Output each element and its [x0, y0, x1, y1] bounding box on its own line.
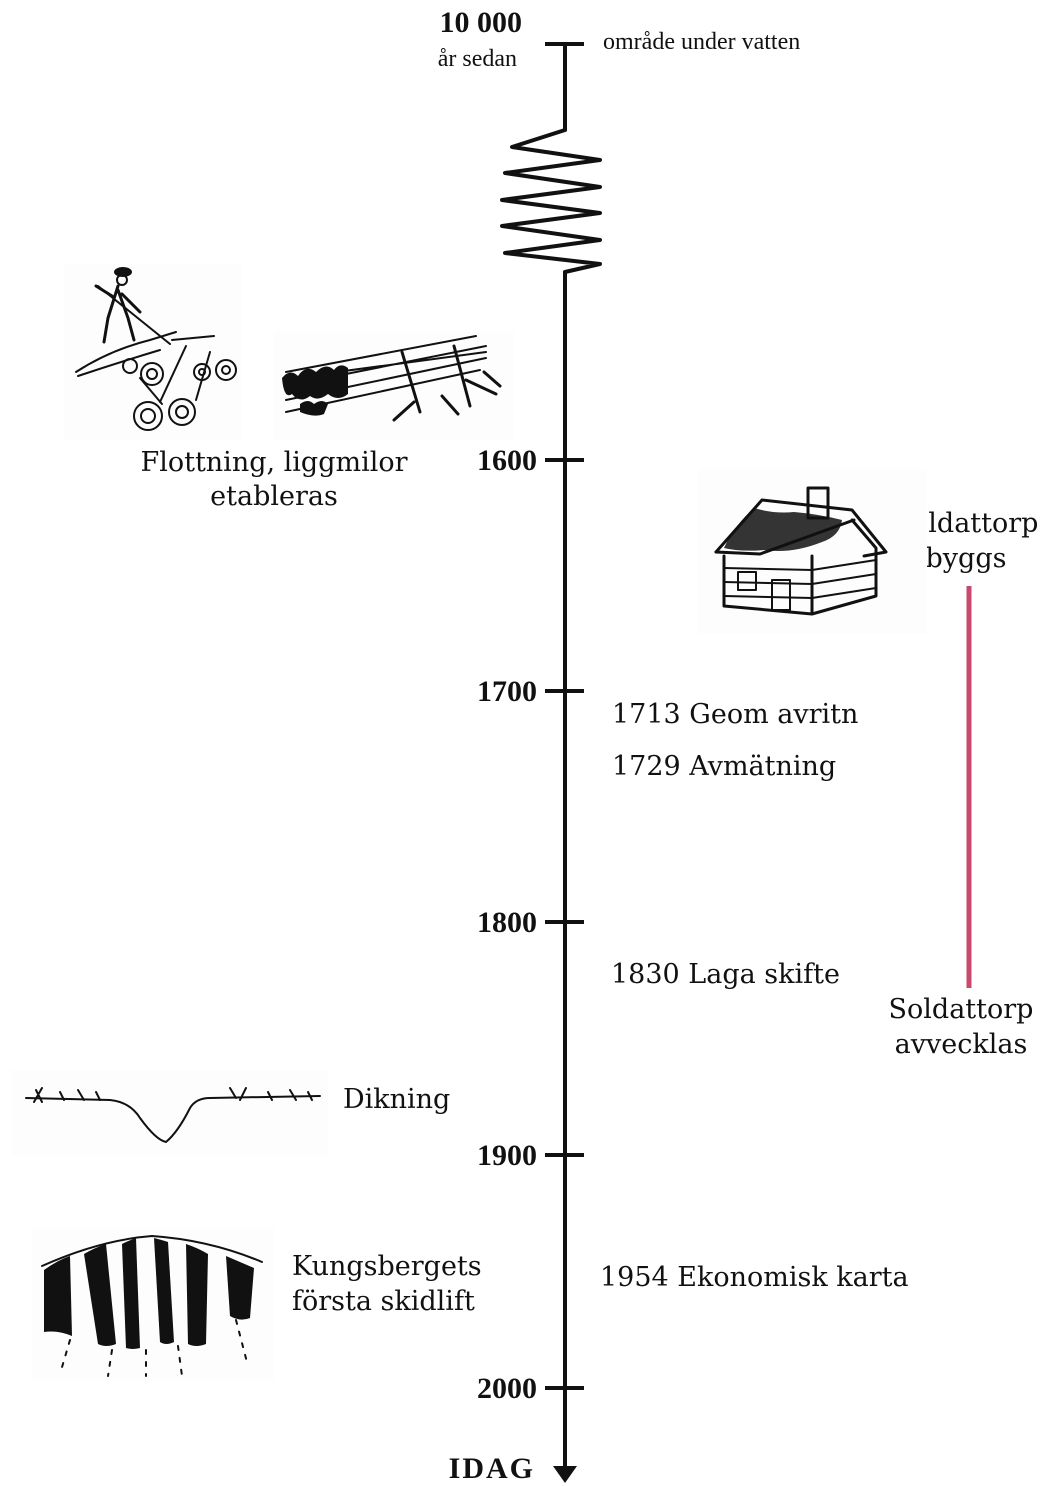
tick-label-1800: 1800: [477, 906, 537, 939]
event-flottning-line2: etableras: [210, 481, 338, 512]
tick-label-1600: 1600: [477, 444, 537, 477]
ski-hill-icon: [32, 1228, 274, 1380]
cottage-icon: [698, 469, 927, 634]
event-dikning: Dikning: [343, 1084, 450, 1115]
timeline-arrowhead: [553, 1466, 577, 1483]
tick-label-2000: 2000: [477, 1372, 537, 1405]
time-break-zigzag: [500, 128, 602, 274]
soldattorp-end-line1: Soldattorp: [889, 994, 1034, 1025]
event-skidlift-line1: Kungsbergets: [292, 1251, 482, 1282]
tick-label-1900: 1900: [477, 1139, 537, 1172]
ditch-profile-icon: [12, 1070, 328, 1156]
event-avmatning: 1729 Avmätning: [612, 751, 836, 782]
log-driver-icon: [64, 264, 241, 440]
start-event: område under vatten: [603, 29, 800, 55]
start-label: 10 000: [440, 6, 523, 39]
event-flottning-line1: Flottning, liggmilor: [140, 447, 407, 478]
wood-stack-icon: [274, 332, 514, 440]
event-skidlift-line2: första skidlift: [292, 1286, 475, 1317]
soldattorp-end-line2: avvecklas: [895, 1029, 1028, 1060]
start-sublabel: år sedan: [438, 46, 517, 72]
timeline-axis: [500, 42, 602, 1483]
event-geom-avritn: 1713 Geom avritn: [612, 699, 858, 730]
soldattorp-start-line2: byggs: [926, 543, 1007, 574]
end-label: IDAG: [449, 1452, 535, 1485]
event-ekonomisk-karta: 1954 Ekonomisk karta: [600, 1262, 909, 1293]
tick-label-1700: 1700: [477, 675, 537, 708]
event-laga-skifte: 1830 Laga skifte: [611, 959, 840, 990]
